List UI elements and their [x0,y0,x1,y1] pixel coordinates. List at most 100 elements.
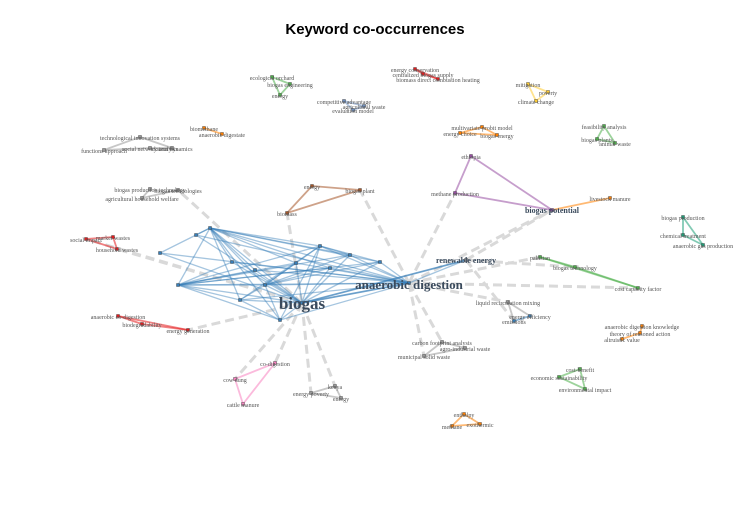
edge-feasibility_analysis-animal_waste [603,125,616,144]
node-marker-social_network_analysis [148,146,152,150]
node-marker-methane_production [453,191,457,195]
node-label-kenya: kenya [328,385,343,391]
node-label-competitive_advantage: competitive advantage [317,100,371,106]
node-marker-blue-2 [158,251,162,255]
edge-blue-1-11 [329,267,410,284]
node-label-anaerobic_digestate: anaerobic digestate [199,133,245,139]
node-marker-livestock_manure [608,196,612,200]
node-label-environmental_impact: environmental impact [559,388,612,394]
edge-multivariate_probit_model-energy_choice [459,126,483,134]
node-marker-technological_innovation_systems [138,135,142,139]
edge-functions_approach-social_network_analysis [103,147,151,151]
node-marker-emissions [512,319,516,323]
node-marker-blue-12 [238,298,242,302]
edge-liquid_recirculation_mixing-energy_efficiency [507,301,531,317]
node-marker-functions_approach [102,148,106,152]
edge-energy_conservation-biomass_direct_combustion_heating [414,68,439,80]
node-marker-biogas_production [681,215,685,219]
node-marker-agricultural_household_welfare [140,196,144,200]
node-marker-environmental_impact [583,387,587,391]
edge-kenya-energy_poverty [310,385,336,394]
edge-biogas_engineering-energy_green [279,83,291,96]
node-marker-social_impact [84,237,88,241]
node-label-agricultural_waste: agricultural waste [343,105,386,111]
edge-blue-1-14 [379,261,410,284]
edge-hub-10 [408,255,541,285]
edge-technological_innovation_systems-functions_approach [103,136,141,151]
node-label-municipal_solid_waste: municipal solid waste [398,355,451,361]
node-label-ad_knowledge: anaerobic digestion knowledge [605,325,680,331]
edge-hub-18 [85,237,303,305]
edge-blue-3-13 [209,227,351,256]
edge-blue-3-8 [209,227,256,271]
node-label-agro_industrial_waste: agro-industrial waste [440,347,491,353]
edge-agro_industrial_waste-municipal_solid_waste [423,347,466,357]
node-marker-pakistan [538,255,542,259]
edge-blue-0-13 [301,254,351,304]
node-label-cattle_manure: cattle manure [227,403,260,409]
node-marker-ecological_orchard [270,75,274,79]
edge-market_wastes-household_wastes [112,236,118,250]
node-marker-carbon_footprint_analysis [440,340,444,344]
node-label-animal_waste: animal waste [599,142,631,148]
node-marker-methane_orange [450,424,454,428]
node-marker-altruistic_value [620,337,624,341]
node-marker-renewable_energy [464,258,468,262]
edge-chemical_treatment-anaerobic_gas_production [682,234,704,246]
edge-multivariate_probit_model-biogas_energy [481,126,498,136]
node-marker-cost_capacity_factor [636,286,640,290]
edge-blue-3-4 [195,227,211,236]
edge-energy_brown-biogas_plant [311,185,361,191]
edge-blue-1-15 [239,282,410,301]
node-marker-liquid_recirculation_mixing [506,300,510,304]
edge-blue-9-16 [264,284,281,321]
edge-blue-9-14 [264,261,381,286]
node-marker-blue-10 [348,253,352,257]
edge-hub-3 [187,301,303,332]
edge-social_impact-household_wastes [85,238,118,250]
node-marker-biogas_production_technology [148,187,152,191]
node-marker-blue-5 [253,268,257,272]
node-label-energy_choice: energy choice [443,132,477,138]
edge-blue-0-4 [195,234,303,304]
node-marker-biogas [300,301,304,305]
node-marker-economic_sustainability [557,375,561,379]
node-marker-blue-9 [318,244,322,248]
node-marker-market_wastes [111,235,115,239]
edge-hub-17 [464,259,516,322]
edge-mitigation-climate_change [527,83,537,102]
node-marker-competitive_advantage [342,99,346,103]
edge-blue-9-10 [264,262,297,286]
node-marker-agricultural_waste [362,104,366,108]
edge-hub-0 [285,212,304,304]
edge-blue-0-15 [239,299,303,304]
edge-blue-1-4 [195,234,410,284]
edge-biomethane-anaerobic_digestate [203,127,223,135]
node-marker-anaerobic_gas_production [701,243,705,247]
edge-blue-1-12 [319,245,410,284]
edge-technological_innovation_systems-system_dynamics [139,136,173,149]
node-label-household_wastes: household wastes [96,248,139,254]
edge-blue-0-12 [301,245,321,304]
edge-livestock_manure-biogas_potential [551,197,611,211]
node-label-renewable_energy: renewable energy [436,256,496,265]
node-label-economic_sustainability: economic sustainability [531,376,588,382]
node-marker-feasibility_analysis [602,124,606,128]
node-label-livestock_manure: livestock manure [589,197,630,203]
node-label-cow_dung: cow dung [223,378,247,384]
node-marker-biogas_energy [495,133,499,137]
node-label-cost_benefit: cost-benefit [566,367,595,374]
node-marker-energy_green [278,93,282,97]
node-label-ecological_orchard: ecological orchard [250,76,294,82]
edge-blue-0-3 [209,227,303,304]
edge-blue-6-10 [177,262,297,286]
graph-title: Keyword co-occurrences [285,21,465,38]
node-marker-kenya [333,384,337,388]
node-marker-cow_dung [233,377,237,381]
node-label-poverty: poverty [539,91,557,97]
edge-blue-9-15 [239,284,266,301]
node-label-multivariate_probit_model: multivariate probit model [451,126,513,132]
node-label-technological_innovation_systems: technological innovation systems [100,136,181,142]
node-marker-ad_knowledge [640,324,644,328]
